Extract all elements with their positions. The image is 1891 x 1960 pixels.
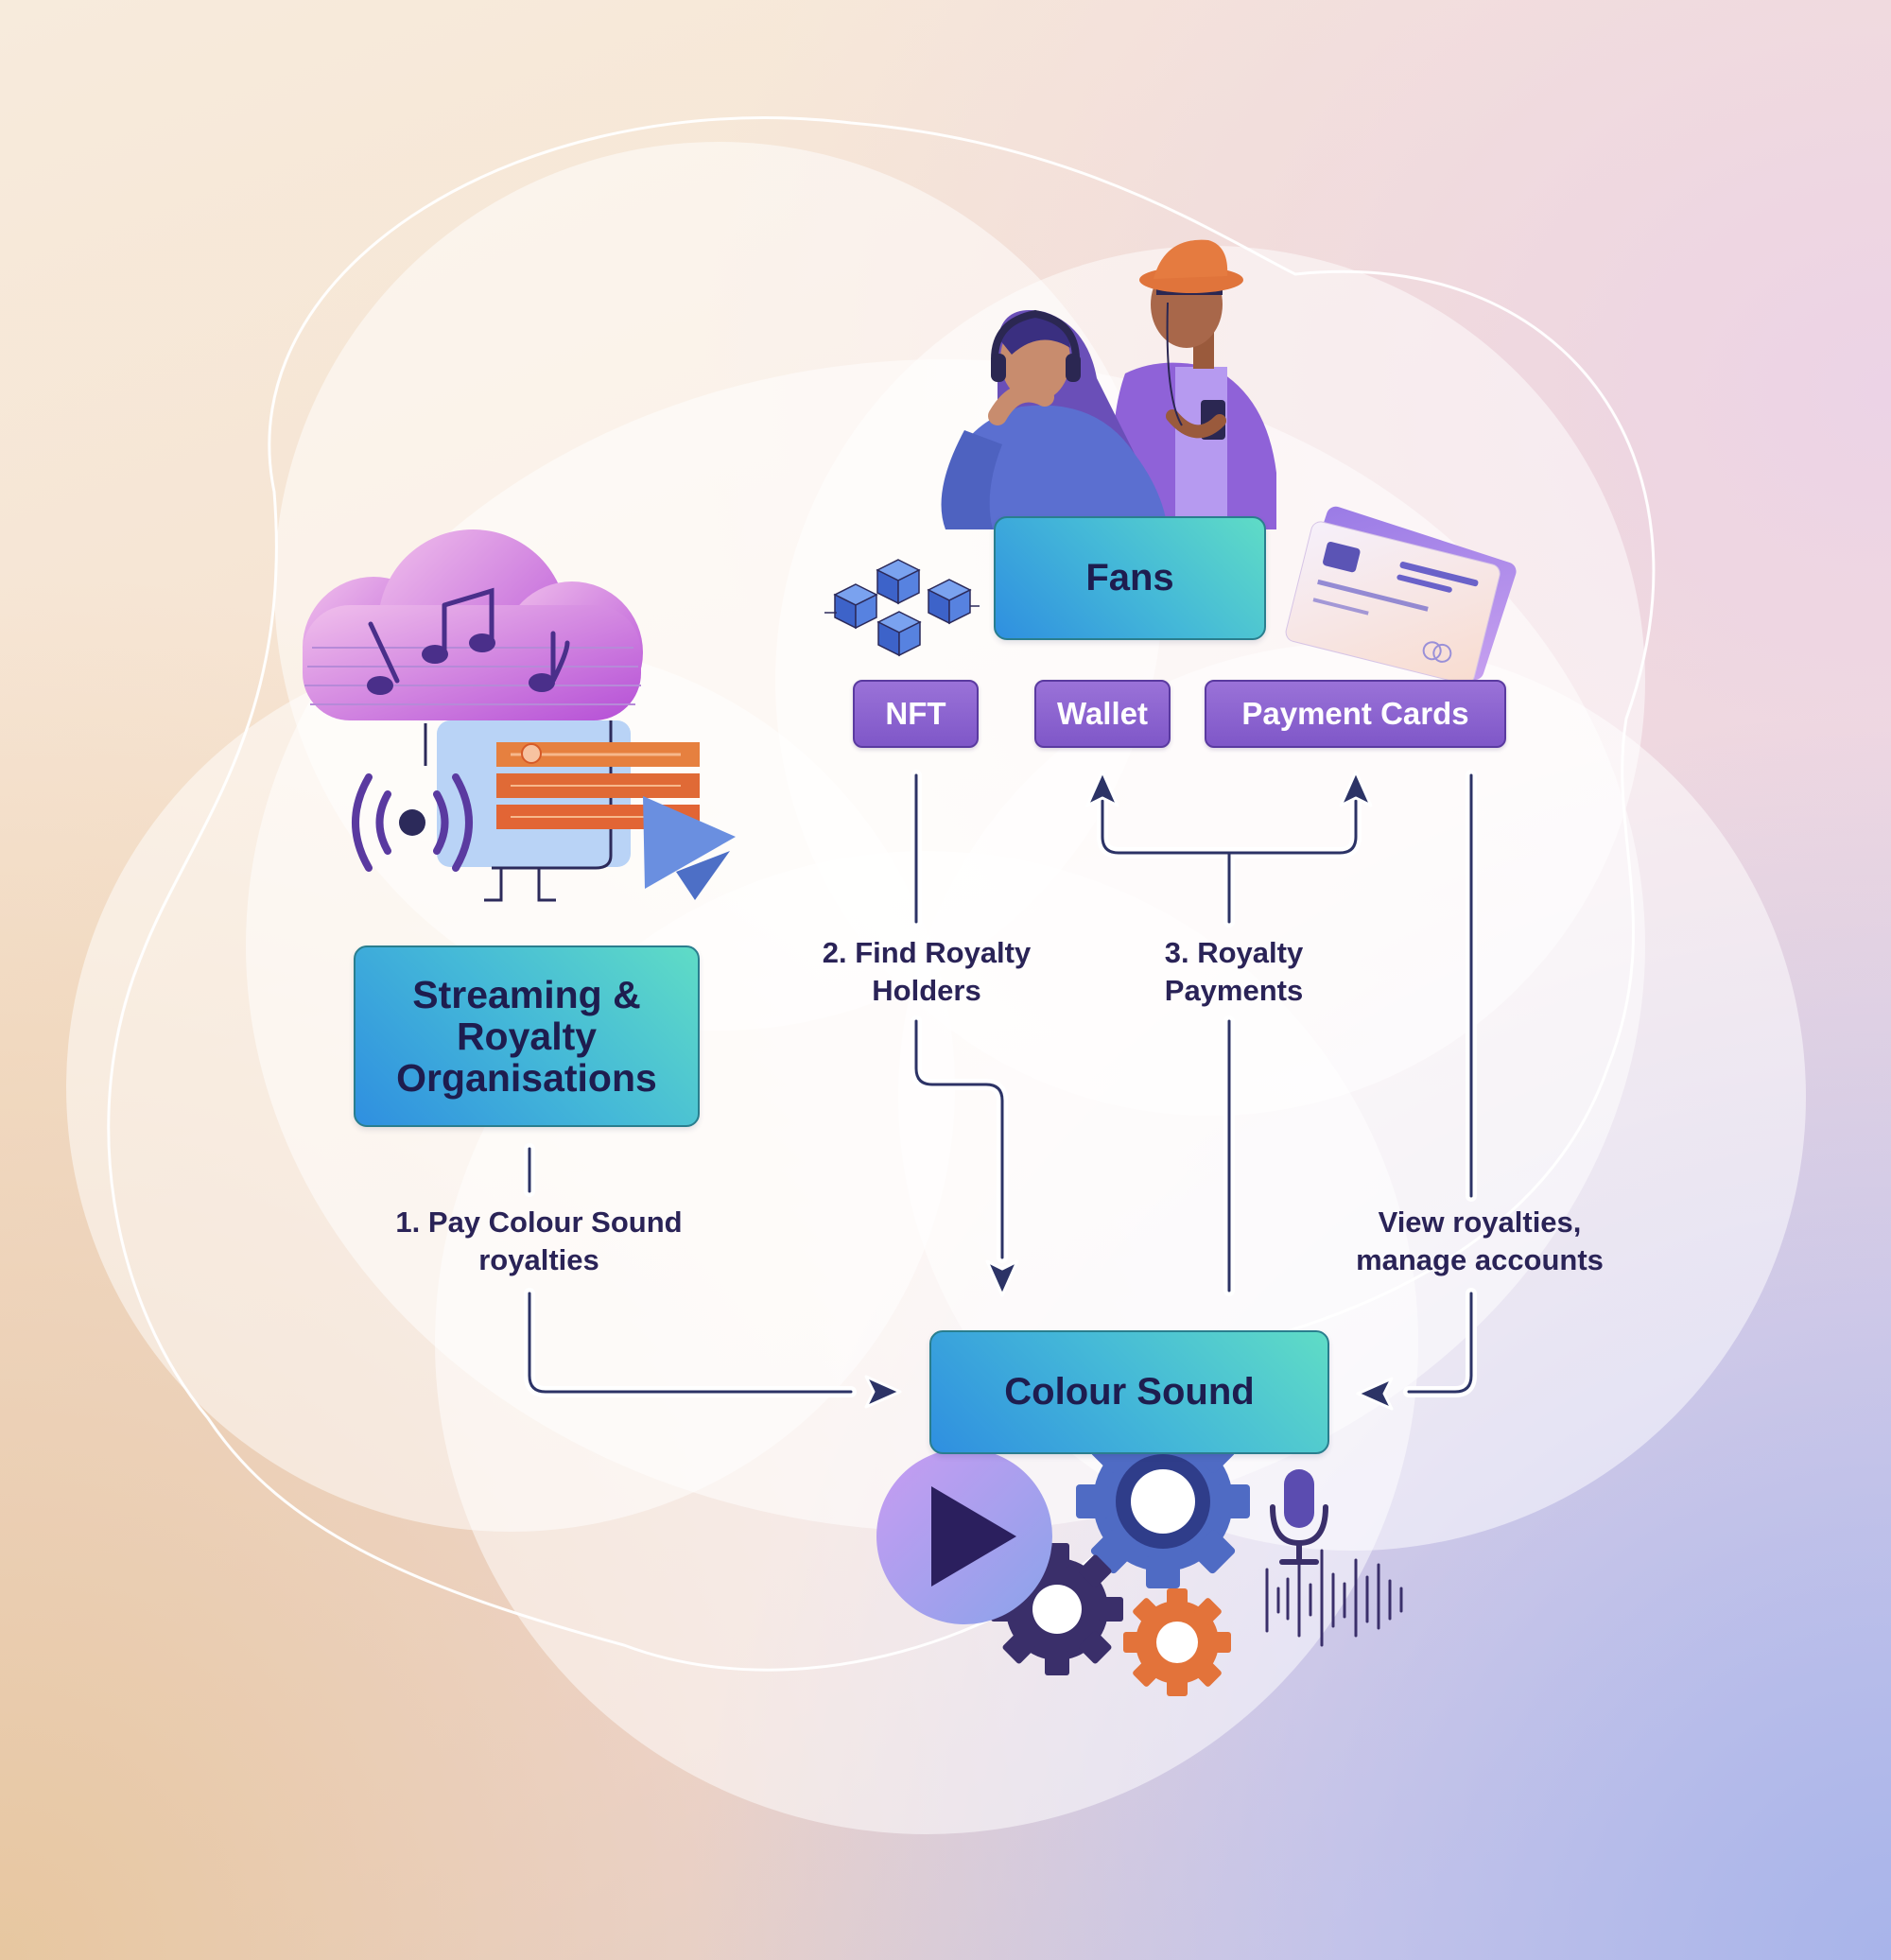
payment-cards-pill: Payment Cards [1205,680,1506,748]
edge-label-find-royalty-holders-line1: 2. Find Royalty [822,936,1032,969]
microphone-icon [1270,1469,1328,1565]
connectors [524,770,1477,1397]
streaming-royalty-organisations-node: Streaming & Royalty Organisations [354,945,700,1127]
play-circle-icon [876,1448,1052,1624]
arrow-into-colour-sound-left [864,1375,902,1409]
play-icon [643,796,736,900]
edge-label-royalty-payments-line2: Payments [1164,974,1304,1007]
edge-label-pay-royalties-line2: royalties [478,1243,599,1276]
nft-pill: NFT [853,680,979,748]
arrow-up-wallet [1085,770,1119,807]
payment-cards-pill-label: Payment Cards [1241,696,1469,731]
streaming-node-label-line3: Organisations [396,1056,657,1101]
colour-sound-node-label: Colour Sound [1004,1370,1255,1413]
edge-label-find-royalty-holders-line2: Holders [872,974,981,1007]
edge-label-pay-royalties-line1: 1. Pay Colour Sound [395,1205,683,1239]
broadcast-icon [352,773,473,872]
streaming-node-label-line1: Streaming & [412,972,641,1016]
edge-label-royalty-payments: 3. Royalty Payments [1106,934,1362,1010]
sound-wave-icon [1265,1549,1403,1647]
wallet-pill-label: Wallet [1057,696,1148,731]
streaming-node-label-line2: Royalty [456,1014,598,1058]
nft-pill-label: NFT [885,696,946,731]
gear-icon [1076,1414,1250,1588]
arrowheads [864,770,1394,1411]
cloud-music-icon [303,529,643,723]
arrow-into-colour-sound-right [1356,1377,1394,1411]
edge-label-pay-royalties: 1. Pay Colour Sound royalties [359,1204,719,1279]
edge-label-view-royalties-line2: manage accounts [1356,1243,1604,1276]
fans-node: Fans [994,516,1266,640]
edge-label-find-royalty-holders: 2. Find Royalty Holders [775,934,1078,1010]
blockchain-icon [824,559,980,657]
gear-icon-orange [1123,1588,1231,1696]
fans-illustration [941,239,1276,529]
edge-label-view-royalties: View royalties, manage accounts [1324,1204,1636,1279]
edge-label-royalty-payments-line1: 3. Royalty [1164,936,1304,969]
edge-label-view-royalties-line1: View royalties, [1378,1205,1582,1239]
wallet-pill: Wallet [1034,680,1171,748]
arrow-into-colour-sound-top [985,1259,1019,1297]
fans-node-label: Fans [1085,556,1174,598]
credit-card-icon [1285,506,1517,685]
arrow-up-payment-cards [1339,770,1373,807]
colour-sound-node: Colour Sound [929,1330,1329,1454]
